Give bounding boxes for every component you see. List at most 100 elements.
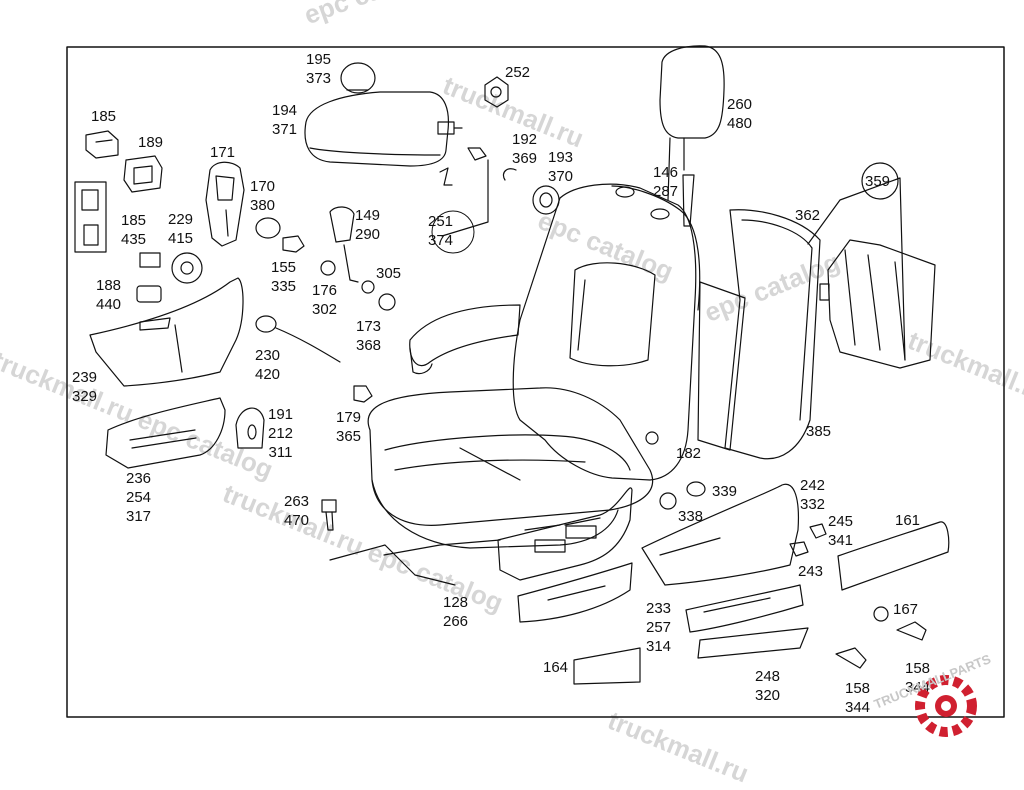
callout-146: 146 287 (653, 164, 679, 200)
callout-170: 170 380 (250, 178, 276, 214)
cap-193 (532, 185, 560, 215)
callout-185-a: 185 (91, 108, 117, 125)
back-panel-182 (697, 281, 746, 451)
trim-233 (685, 584, 804, 633)
knob-229 (171, 252, 203, 284)
brand-logo: TRUCKMALLPARTS (862, 651, 1022, 748)
callout-229: 229 415 (168, 211, 194, 247)
callout-185-b: 185 435 (121, 212, 147, 248)
callout-158-a: 158 344 (845, 680, 871, 716)
callout-243: 243 (798, 563, 824, 580)
callout-260: 260 480 (727, 96, 753, 132)
side-trim-left (497, 487, 633, 581)
callout-176: 176 302 (312, 282, 338, 318)
washer-305 (361, 280, 375, 294)
callout-362: 362 (795, 207, 821, 224)
trim-248 (697, 627, 809, 659)
callout-239: 239 329 (72, 369, 98, 405)
bolt-263 (321, 499, 337, 531)
trim-236 (105, 397, 226, 469)
washer-176 (320, 260, 336, 276)
ring-195 (340, 62, 376, 94)
callout-189: 189 (138, 134, 164, 151)
clip-167-b (896, 621, 927, 641)
callout-251: 251 374 (428, 213, 454, 249)
clip-369 (502, 168, 517, 181)
callout-188: 188 440 (96, 277, 122, 313)
bolt-192 (467, 147, 487, 161)
callout-242: 242 332 (800, 477, 826, 513)
switch-185b (139, 252, 161, 268)
diagram-frame (66, 46, 1005, 718)
trim-128 (517, 562, 633, 623)
callout-182: 182 (676, 445, 702, 462)
leader-359 (807, 177, 906, 361)
callout-circle-251 (431, 210, 475, 254)
callout-179: 179 365 (336, 409, 362, 445)
back-frame-385 (724, 209, 821, 460)
armrest-194 (304, 91, 463, 167)
parts-drawing (66, 45, 1005, 718)
callout-252: 252 (505, 64, 531, 81)
cover-239 (89, 277, 244, 387)
leader-251 (441, 159, 489, 237)
trim-161 (837, 521, 950, 591)
callout-305: 305 (376, 265, 402, 282)
callout-245: 245 341 (828, 513, 854, 549)
callout-191: 191 212 311 (268, 406, 294, 461)
bolt-179 (353, 385, 373, 403)
callout-385: 385 (806, 423, 832, 440)
callout-230: 230 420 (255, 347, 281, 383)
callout-359: 359 (865, 173, 891, 190)
spring-251 (439, 167, 453, 186)
callout-167: 167 (893, 601, 919, 618)
ring-170 (255, 217, 281, 239)
callout-248: 248 320 (755, 668, 781, 704)
cap-164 (573, 647, 641, 685)
rail-128 (383, 539, 501, 556)
callout-192: 192 369 (512, 131, 538, 167)
callout-193: 193 370 (548, 149, 574, 185)
bolt-155 (282, 235, 305, 253)
callout-195: 195 373 (306, 51, 332, 87)
headrest (659, 45, 725, 227)
screw-243 (789, 541, 809, 557)
switch-185 (85, 130, 119, 159)
callout-155: 155 335 (271, 259, 297, 295)
clip-167-a (873, 606, 889, 622)
seat-cushion (367, 387, 654, 549)
switch-189 (123, 155, 163, 193)
switch-panel (74, 181, 107, 253)
switch-188 (136, 285, 162, 303)
seat-backrest (512, 183, 701, 481)
callout-263: 263 470 (284, 493, 310, 529)
clip-245 (809, 523, 827, 539)
callout-236: 236 254 317 (126, 470, 152, 525)
callout-338: 338 (678, 508, 704, 525)
housing-171 (205, 161, 245, 247)
clip-362 (819, 283, 830, 301)
callout-233: 233 257 314 (646, 600, 672, 655)
bracket-191 (235, 407, 265, 449)
callout-161: 161 (895, 512, 921, 529)
callout-149: 149 290 (355, 207, 381, 243)
lumbar-359 (827, 239, 936, 369)
lever-149 (329, 206, 359, 283)
wire-128 (329, 544, 456, 586)
callout-164: 164 (543, 659, 569, 676)
gear-icon (915, 675, 977, 737)
cable-230 (255, 315, 341, 363)
seat-armrest (409, 304, 521, 375)
callout-128: 128 266 (443, 594, 469, 630)
callout-171: 171 (210, 144, 236, 161)
cap-338 (659, 492, 677, 510)
callout-194: 194 371 (272, 102, 298, 138)
callout-339: 339 (712, 483, 738, 500)
callout-173: 173 368 (356, 318, 382, 354)
clip-173 (378, 293, 396, 311)
side-trim-242 (641, 483, 800, 586)
nut-252 (484, 76, 509, 108)
callout-circle-359 (861, 162, 899, 200)
clip-158 (835, 647, 867, 669)
